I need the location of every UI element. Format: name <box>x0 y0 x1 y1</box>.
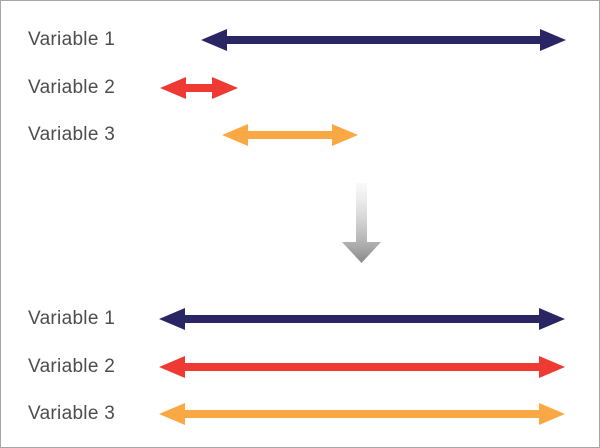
top-variable-3-range-arrow <box>222 124 358 146</box>
bottom-variable-1-range-arrow <box>159 308 565 330</box>
arrow-shaft <box>226 36 541 44</box>
arrow-right-head-icon <box>332 124 358 146</box>
arrow-left-head-icon <box>159 308 185 330</box>
bottom-variable-2-range-arrow <box>159 356 565 378</box>
bottom-variable-3-range-arrow <box>159 403 565 425</box>
bottom-variable-1-label: Variable 1 <box>28 308 116 329</box>
arrow-shaft <box>247 131 333 139</box>
arrow-left-head-icon <box>160 77 186 99</box>
arrow-shaft <box>185 84 213 92</box>
arrow-right-head-icon <box>539 356 565 378</box>
arrow-right-head-icon <box>540 29 566 51</box>
top-variable-3-label: Variable 3 <box>28 124 116 145</box>
bottom-variable-2-label: Variable 2 <box>28 356 116 377</box>
arrow-left-head-icon <box>222 124 248 146</box>
arrow-right-head-icon <box>539 308 565 330</box>
bottom-variable-3-label: Variable 3 <box>28 403 116 424</box>
arrow-shaft <box>184 315 540 323</box>
top-variable-1-label: Variable 1 <box>28 29 116 50</box>
arrow-shaft <box>184 410 540 418</box>
top-variable-2-range-arrow <box>160 77 238 99</box>
arrow-left-head-icon <box>159 403 185 425</box>
arrow-left-head-icon <box>159 356 185 378</box>
arrow-right-head-icon <box>212 77 238 99</box>
arrow-shaft <box>184 363 540 371</box>
arrow-left-head-icon <box>201 29 227 51</box>
top-variable-2-label: Variable 2 <box>28 77 116 98</box>
arrow-right-head-icon <box>539 403 565 425</box>
top-variable-1-range-arrow <box>201 29 566 51</box>
down-arrow-icon <box>342 183 381 263</box>
